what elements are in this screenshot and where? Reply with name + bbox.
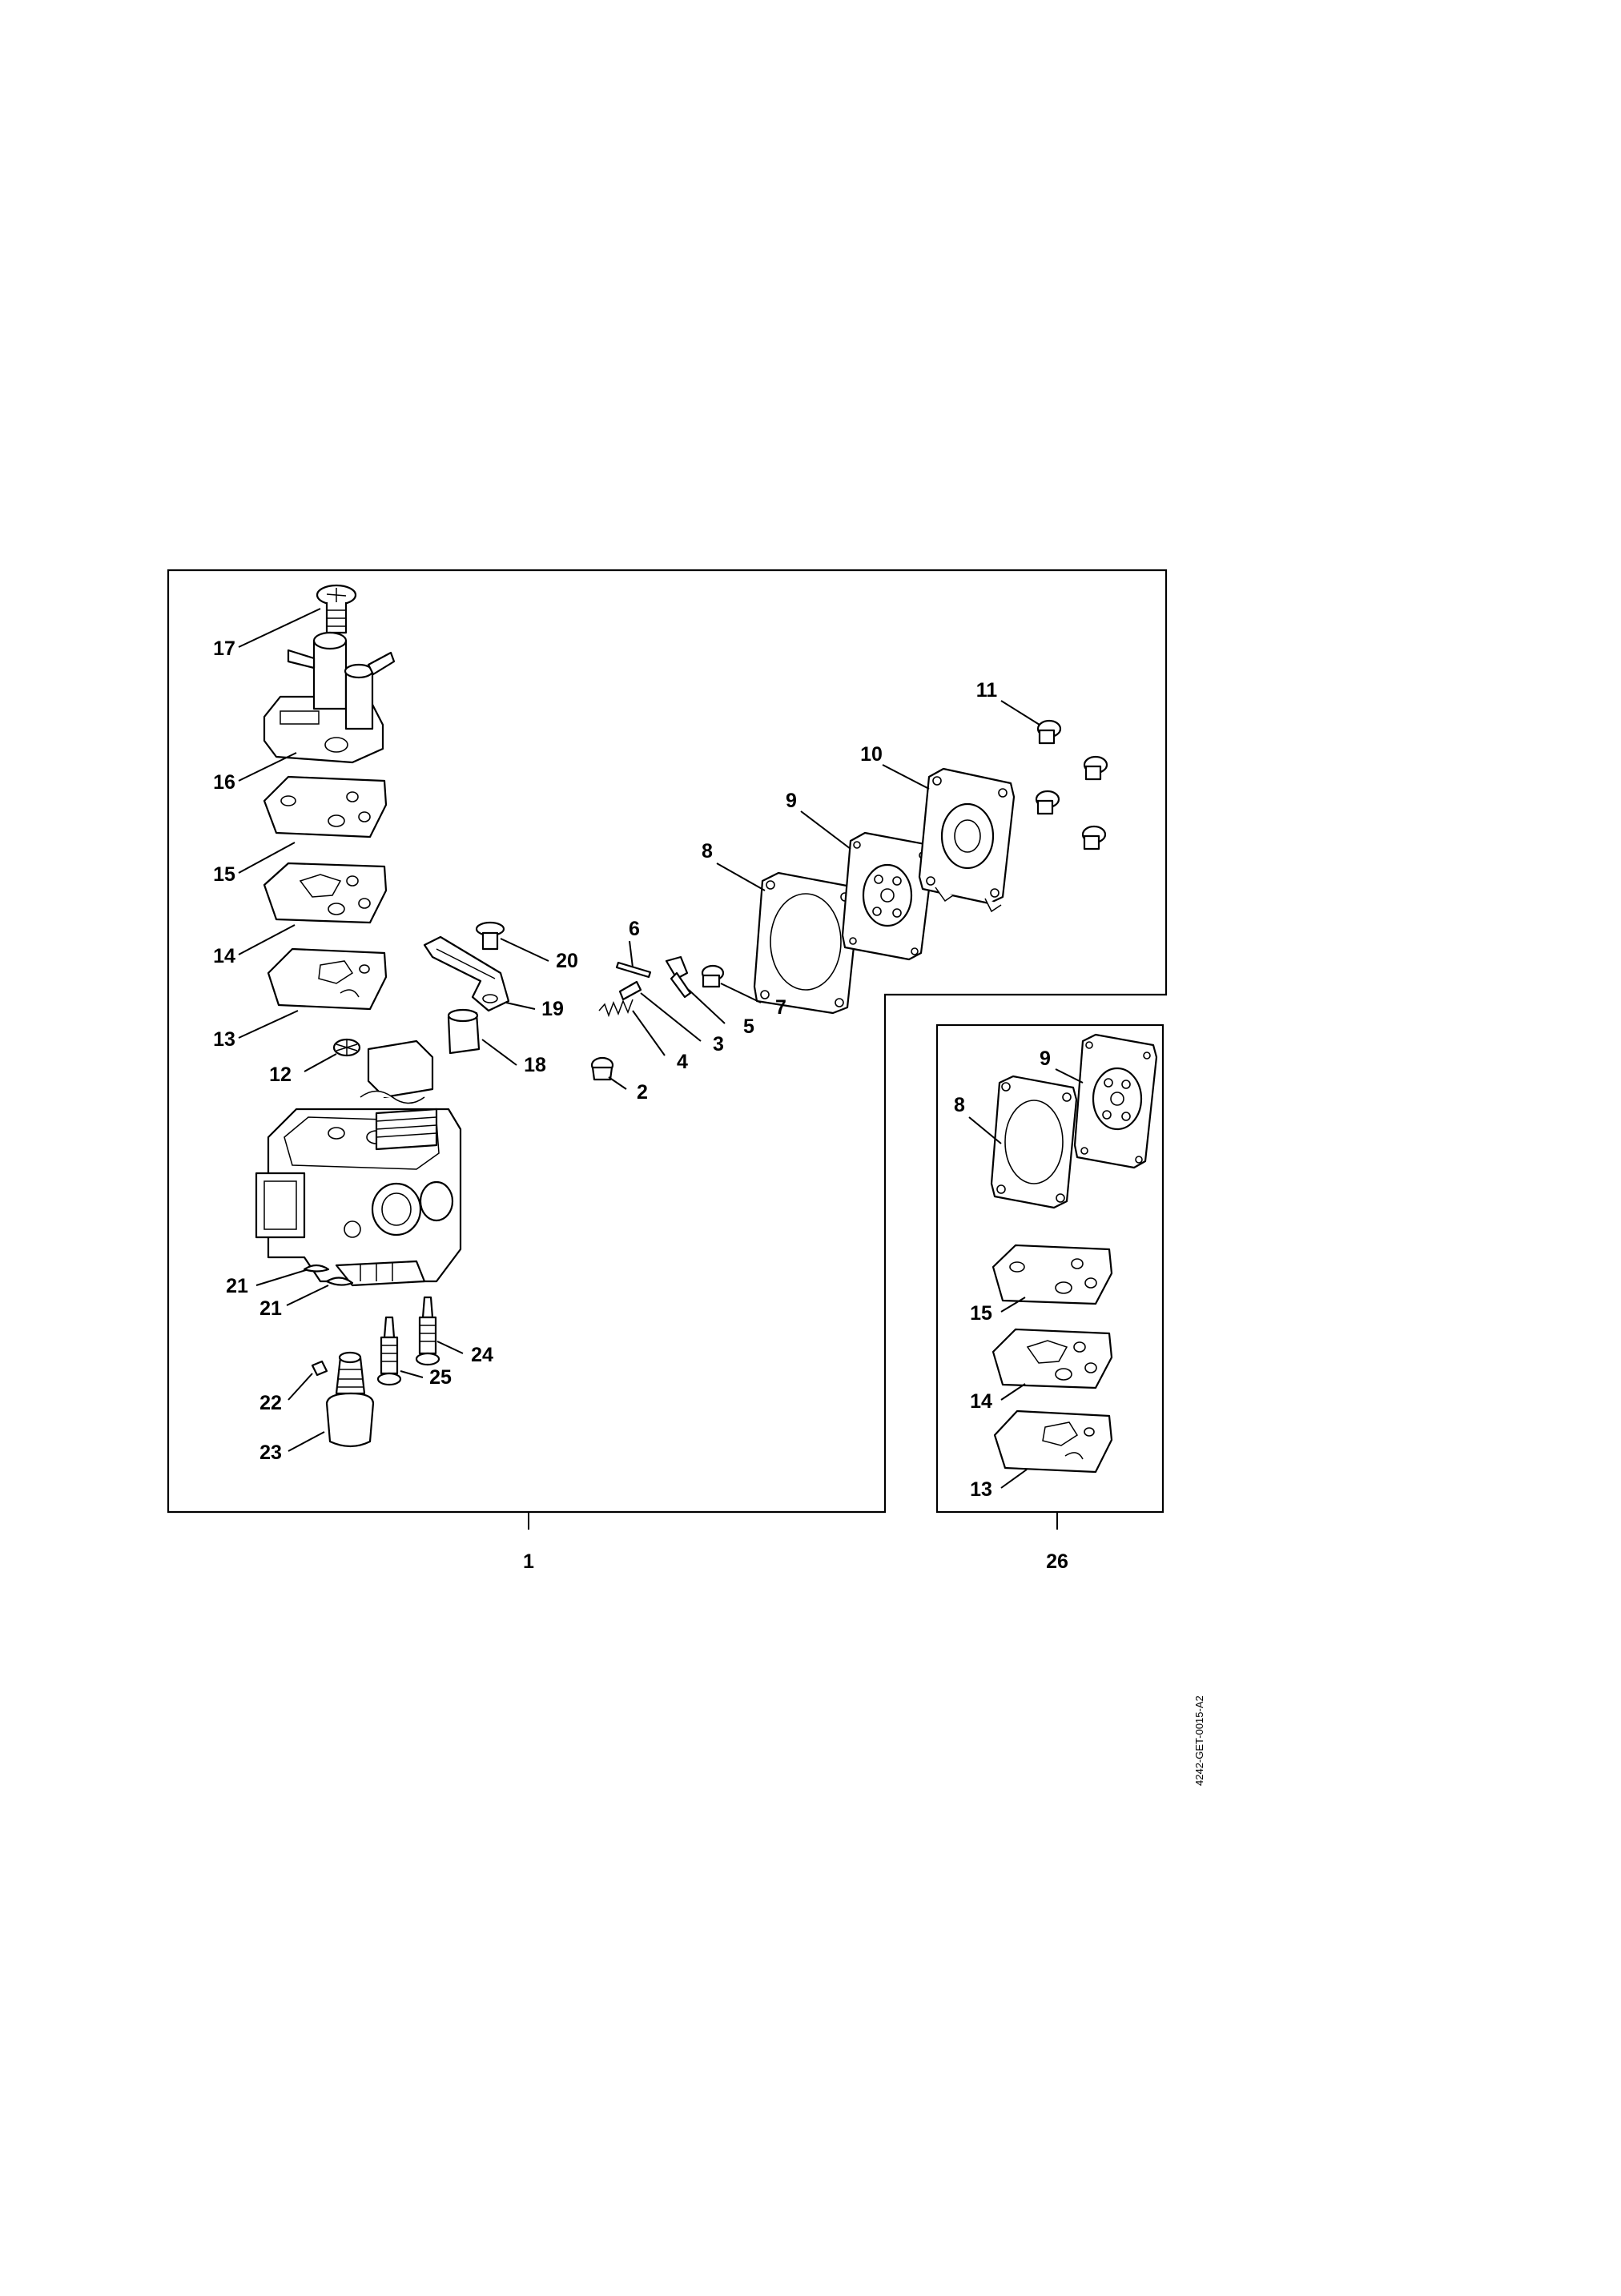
document-id: 4242-GET-0015-A2 xyxy=(1193,1695,1205,1786)
cover-10-icon xyxy=(918,767,1016,913)
plug-2-icon xyxy=(590,1056,614,1081)
main-assembly-frame xyxy=(167,569,1168,1514)
callout-6: 6 xyxy=(629,918,640,940)
callout-11: 11 xyxy=(976,679,998,702)
clip-21a-icon xyxy=(303,1264,330,1273)
pin-6-icon xyxy=(615,961,652,979)
screw-17-icon xyxy=(316,584,357,634)
callout-26: 26 xyxy=(1046,1550,1068,1573)
kit-diaphragm-13-icon xyxy=(993,1409,1113,1474)
callout-4: 4 xyxy=(677,1051,688,1073)
callout-24: 24 xyxy=(471,1344,493,1366)
callout-1: 1 xyxy=(523,1550,534,1573)
gasket-14-icon xyxy=(263,862,388,924)
callout-13: 13 xyxy=(213,1028,235,1051)
inlet-needle-3-icon xyxy=(618,980,642,1001)
gasket-15-icon xyxy=(263,775,388,838)
bushing-18-icon xyxy=(447,1008,481,1055)
callout-kit-15: 15 xyxy=(970,1302,992,1325)
kit-gasket-8-icon xyxy=(990,1075,1078,1209)
callout-25: 25 xyxy=(429,1366,452,1389)
screw-11b-icon xyxy=(1083,755,1108,781)
callout-19: 19 xyxy=(541,998,564,1020)
callout-20: 20 xyxy=(556,950,578,972)
callout-16: 16 xyxy=(213,771,235,794)
kit-frame xyxy=(935,1023,1164,1514)
screw-11a-icon xyxy=(1036,719,1062,745)
callout-17: 17 xyxy=(213,637,235,660)
callout-15: 15 xyxy=(213,863,235,886)
screw-7-icon xyxy=(701,964,725,988)
screw-11c-icon xyxy=(1035,790,1060,815)
callout-5: 5 xyxy=(743,1015,754,1038)
callout-23: 23 xyxy=(259,1442,282,1464)
diaphragm-9-icon xyxy=(841,831,935,961)
callout-21a: 21 xyxy=(226,1275,248,1297)
pin-22-icon xyxy=(311,1360,328,1377)
callout-2: 2 xyxy=(637,1081,648,1104)
limiter-cap-23-icon xyxy=(325,1351,375,1448)
callout-8: 8 xyxy=(702,840,713,863)
screw-11d-icon xyxy=(1081,825,1107,850)
needle-lever-5-icon xyxy=(665,955,692,999)
adjust-screw-24-icon xyxy=(415,1296,440,1366)
adjust-screw-25-icon xyxy=(376,1316,402,1386)
diaphragm-13-icon xyxy=(267,947,388,1011)
carburetor-body-icon xyxy=(255,1039,462,1287)
callout-14: 14 xyxy=(213,945,235,967)
kit-gasket-14-icon xyxy=(992,1328,1113,1389)
callout-9: 9 xyxy=(786,790,797,812)
clip-21b-icon xyxy=(325,1277,354,1286)
callout-kit-8: 8 xyxy=(954,1094,965,1116)
callout-kit-14: 14 xyxy=(970,1390,992,1413)
callout-10: 10 xyxy=(860,743,883,766)
callout-kit-9: 9 xyxy=(1040,1047,1051,1070)
callout-kit-13: 13 xyxy=(970,1478,992,1501)
gasket-8-icon xyxy=(753,871,860,1015)
callout-22: 22 xyxy=(259,1392,282,1414)
pump-cover-16-icon xyxy=(263,631,396,764)
leader-lines xyxy=(238,608,1084,1530)
callout-18: 18 xyxy=(524,1054,546,1076)
screw-20-icon xyxy=(475,921,505,951)
callout-12: 12 xyxy=(269,1064,292,1086)
callout-7: 7 xyxy=(775,996,786,1019)
callout-21b: 21 xyxy=(259,1297,282,1320)
spring-4-icon xyxy=(598,999,634,1018)
kit-diaphragm-9-icon xyxy=(1073,1033,1158,1169)
kit-gasket-15-icon xyxy=(992,1244,1113,1305)
callout-3: 3 xyxy=(713,1033,724,1056)
lever-19-icon xyxy=(423,935,510,1012)
strainer-12-icon xyxy=(332,1038,361,1057)
